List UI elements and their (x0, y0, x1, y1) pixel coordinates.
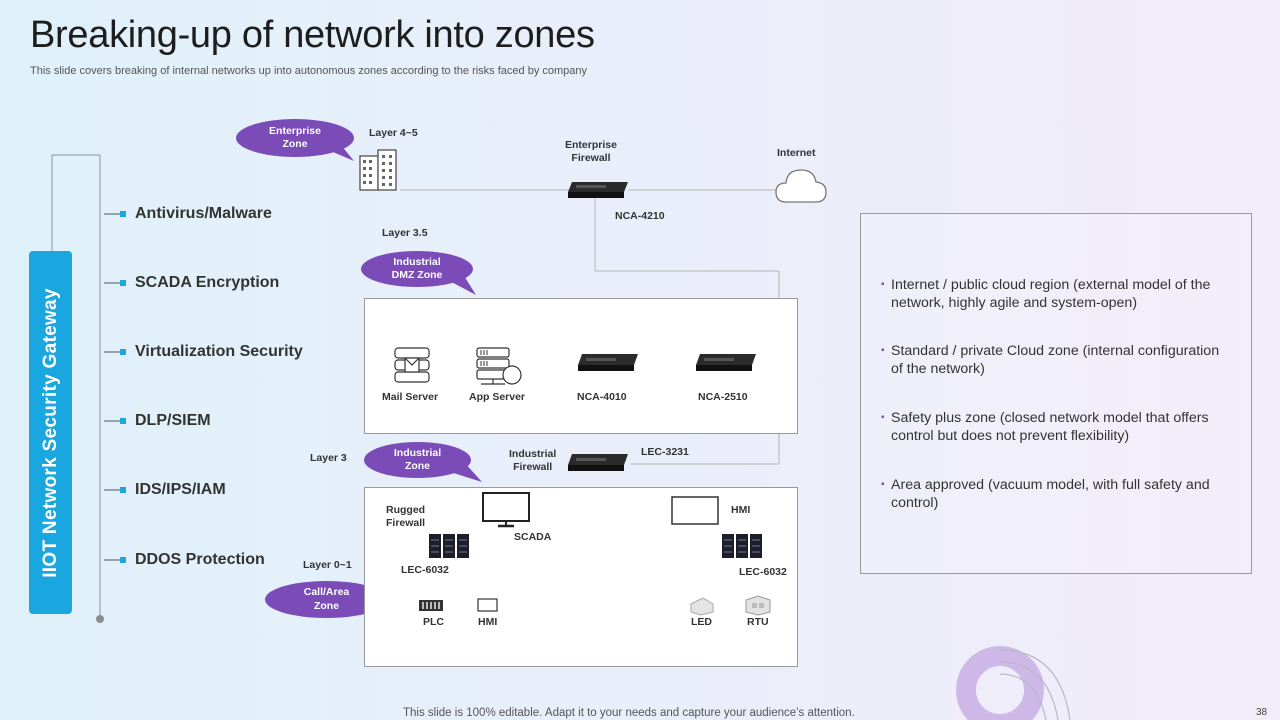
enterprise-firewall-label: Enterprise Firewall (565, 139, 617, 165)
list-item: IDS/IPS/IAM (104, 480, 226, 500)
server-rack-icon (722, 534, 762, 558)
device-label: App Server (469, 391, 526, 403)
layer-label: Layer 3.5 (382, 227, 428, 239)
rugged-firewall-label: Rugged Firewall (386, 504, 426, 530)
dmz-zone-bubble: Industrial DMZ Zone (361, 251, 473, 287)
device-label: LEC-3231 (641, 446, 689, 458)
monitor-icon (671, 496, 719, 525)
list-item: SCADA Encryption (104, 273, 279, 293)
monitor-icon (482, 492, 530, 528)
info-item: ▪Safety plus zone (closed network model … (881, 410, 1209, 444)
bullet-icon (120, 487, 126, 493)
device-label: LEC-6032 (739, 566, 787, 578)
plc-icon (419, 600, 443, 611)
list-item: Antivirus/Malware (104, 204, 272, 224)
page-number: 38 (1256, 707, 1268, 718)
layer-label: Layer 3 (310, 452, 347, 464)
device-label: NCA-4210 (615, 210, 665, 222)
device-label: HMI (478, 616, 498, 628)
bullet-icon (120, 280, 126, 286)
device-label: PLC (423, 616, 444, 628)
server-rack-icon (429, 534, 469, 558)
device-label: RTU (747, 616, 769, 628)
layer-label: Layer 0~1 (303, 559, 352, 571)
device-label: HMI (731, 504, 751, 516)
device-label: LED (691, 616, 712, 628)
firewall-appliance-icon (578, 354, 638, 371)
list-item: DDOS Protection (104, 550, 265, 570)
app-server-icon (476, 347, 522, 385)
device-label: SCADA (514, 531, 552, 543)
info-item: ▪Area approved (vacuum model, with full … (881, 477, 1210, 511)
info-item: ▪Internet / public cloud region (externa… (881, 277, 1211, 311)
firewall-appliance-icon (568, 454, 628, 471)
industrial-zone-box (364, 487, 798, 667)
firewall-appliance-icon (568, 182, 628, 198)
bullet-icon (120, 349, 126, 355)
industrial-firewall-label: Industrial Firewall (509, 448, 557, 474)
page-subtitle: This slide covers breaking of internal n… (30, 65, 588, 77)
layer-label: Layer 4~5 (369, 127, 418, 139)
mail-server-icon (394, 347, 430, 383)
monitor-icon (477, 598, 498, 612)
internet-label: Internet (777, 147, 816, 159)
bullet-icon: ▪ (881, 479, 885, 490)
bullet-icon (120, 418, 126, 424)
bullet-icon (120, 211, 126, 217)
cloud-icon (775, 169, 827, 203)
led-icon (690, 597, 714, 616)
info-item: ▪Standard / private Cloud zone (internal… (881, 343, 1220, 377)
bullet-icon: ▪ (881, 345, 885, 356)
gateway-label: IIOT Network Security Gateway (39, 287, 61, 578)
gateway-bar: IIOT Network Security Gateway (29, 251, 72, 614)
enterprise-zone-bubble: Enterprise Zone (236, 119, 354, 157)
rtu-icon (745, 595, 771, 616)
bullet-icon (120, 557, 126, 563)
device-label: Mail Server (382, 391, 439, 403)
industrial-zone-bubble: Industrial Zone (364, 442, 471, 478)
list-item: DLP/SIEM (104, 411, 211, 431)
firewall-appliance-icon (696, 354, 756, 371)
device-label: LEC-6032 (401, 564, 449, 576)
page-title: Breaking-up of network into zones (30, 14, 595, 56)
footer-note: This slide is 100% editable. Adapt it to… (403, 707, 855, 719)
info-box: ▪Internet / public cloud region (externa… (860, 213, 1252, 574)
list-item: Virtualization Security (104, 342, 303, 362)
bullet-icon: ▪ (881, 279, 885, 290)
building-icon (359, 149, 397, 191)
device-label: NCA-2510 (698, 391, 748, 403)
device-label: NCA-4010 (577, 391, 627, 403)
bullet-icon: ▪ (881, 412, 885, 423)
